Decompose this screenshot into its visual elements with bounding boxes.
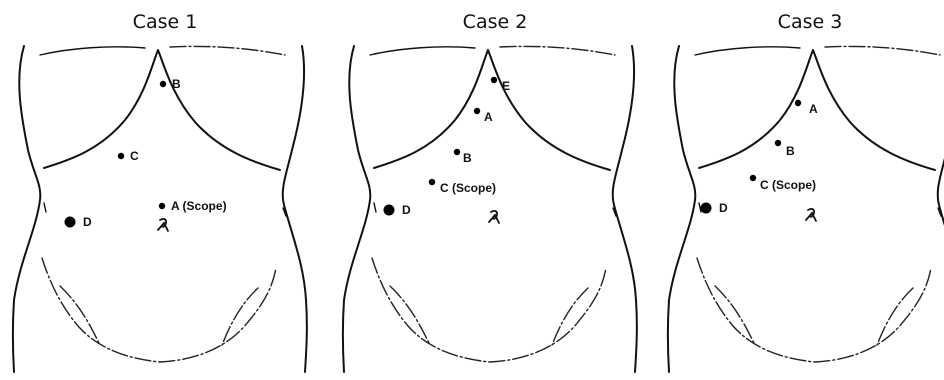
port-marker: [429, 179, 435, 185]
right-flank-line: [613, 46, 637, 372]
left-flank-line: [13, 46, 40, 372]
port-label: D: [402, 203, 411, 217]
port-large-marker: [384, 205, 395, 216]
port-label: C: [130, 149, 139, 163]
inguinal-line-left: [60, 286, 100, 345]
torso-outline: [13, 46, 307, 372]
navel-icon: [806, 209, 816, 221]
port-marker: [454, 149, 460, 155]
inguinal-line-left: [390, 286, 430, 345]
port-label: B: [786, 144, 795, 158]
chest-line-right: [825, 46, 940, 55]
port-marker: [118, 153, 124, 159]
port-label: C (Scope): [440, 181, 496, 195]
waist-mark-left: [44, 203, 46, 212]
chest-line-left: [40, 47, 145, 55]
port-label: A: [484, 110, 493, 124]
case-title: Case 1: [133, 11, 198, 33]
port-large-marker: [65, 217, 76, 228]
lower-abdomen-line: [42, 258, 276, 362]
port-marker: [159, 203, 165, 209]
chest-line-left: [370, 47, 475, 55]
left-flank-line: [668, 46, 695, 372]
lower-abdomen-line: [697, 258, 931, 362]
port-marker: [160, 81, 166, 87]
waist-mark-left: [374, 203, 376, 212]
port-label: E: [502, 79, 510, 93]
port-marker: [775, 140, 781, 146]
case-panel: Case 2 E A B C (Scope) D: [343, 11, 637, 372]
navel-icon: [158, 219, 168, 231]
port-marker: [750, 175, 756, 181]
port-marker: [491, 77, 497, 83]
port-marker: [795, 100, 801, 106]
navel-icon: [489, 211, 499, 223]
left-flank-line: [343, 46, 370, 372]
port-marker: [474, 108, 480, 114]
port-label: D: [719, 201, 728, 215]
chest-line-right: [170, 46, 285, 55]
port-label: A: [809, 102, 818, 116]
case-title: Case 3: [778, 11, 843, 33]
port-large-marker: [701, 203, 712, 214]
inguinal-line-left: [715, 286, 755, 345]
port-label: B: [463, 151, 472, 165]
port-label: D: [83, 215, 92, 229]
right-flank-line: [283, 46, 307, 372]
case-panel: Case 3 A B C (Scope) D: [668, 11, 944, 372]
lower-abdomen-line: [372, 258, 606, 362]
case-title: Case 2: [463, 11, 528, 33]
costal-margin-line: [44, 50, 280, 170]
port-label: C (Scope): [760, 178, 816, 192]
case-panel: Case 1 B C A (Scope) D: [13, 11, 307, 372]
port-label: B: [172, 77, 181, 91]
chest-line-left: [695, 47, 800, 55]
port-label: A (Scope): [171, 199, 227, 213]
chest-line-right: [500, 46, 615, 55]
